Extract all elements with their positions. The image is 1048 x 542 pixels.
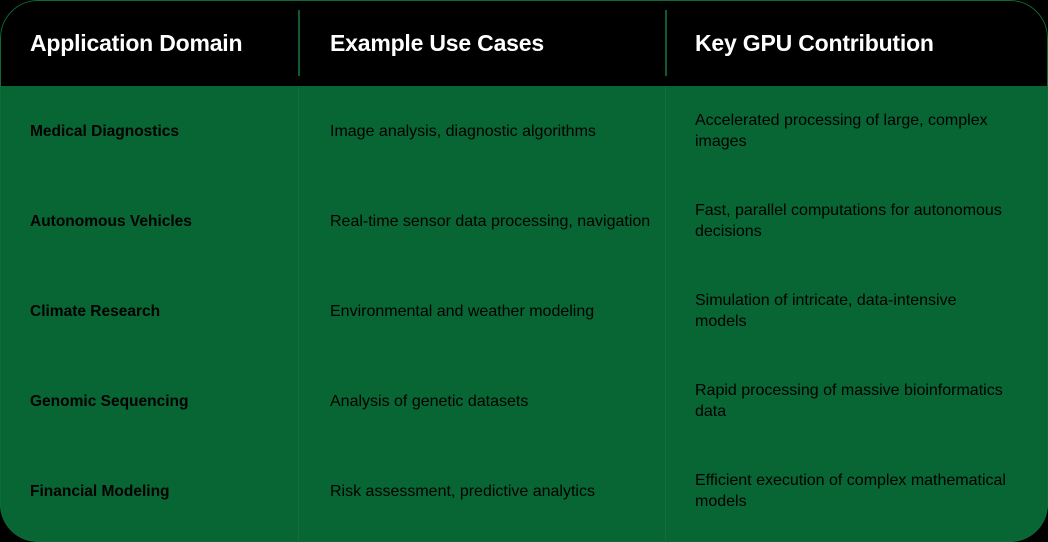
cell-example-use-cases: Environmental and weather modeling	[330, 302, 595, 320]
cell-example-use-cases: Analysis of genetic datasets	[330, 392, 529, 410]
body-column-divider-2	[665, 86, 666, 542]
cell-key-gpu-contribution: Efficient execution of complex mathemati…	[695, 472, 1006, 510]
cell-example-use-cases: Risk assessment, predictive analytics	[330, 482, 595, 500]
cell-key-gpu-contribution: Fast, parallel computations for autonomo…	[695, 202, 1002, 240]
table-row: Climate Research Environmental and weath…	[0, 266, 1048, 356]
table-row: Financial Modeling Risk assessment, pred…	[0, 446, 1048, 536]
body-column-divider-1	[298, 86, 299, 542]
column-header-key-gpu-contribution: Key GPU Contribution	[695, 29, 934, 56]
cell-key-gpu-contribution: Simulation of intricate, data-intensive …	[695, 292, 957, 330]
header-column-divider-2	[665, 10, 667, 76]
cell-example-use-cases: Real-time sensor data processing, naviga…	[330, 212, 651, 230]
table-header-row: Application Domain Example Use Cases Key…	[0, 0, 1048, 86]
column-header-example-use-cases: Example Use Cases	[330, 29, 544, 56]
cell-application-domain: Climate Research	[30, 302, 161, 320]
cell-application-domain: Autonomous Vehicles	[30, 212, 192, 230]
table-row: Genomic Sequencing Analysis of genetic d…	[0, 356, 1048, 446]
cell-application-domain: Medical Diagnostics	[30, 122, 180, 140]
cell-key-gpu-contribution: Accelerated processing of large, complex…	[695, 112, 988, 150]
table-row: Medical Diagnostics Image analysis, diag…	[0, 86, 1048, 176]
header-column-divider-1	[298, 10, 300, 76]
cell-application-domain: Financial Modeling	[30, 482, 170, 500]
table-row: Autonomous Vehicles Real-time sensor dat…	[0, 176, 1048, 266]
cell-example-use-cases: Image analysis, diagnostic algorithms	[330, 122, 596, 140]
table-body: Medical Diagnostics Image analysis, diag…	[0, 86, 1048, 542]
cell-key-gpu-contribution: Rapid processing of massive bioinformati…	[695, 382, 1003, 420]
column-header-application-domain: Application Domain	[30, 29, 243, 56]
cell-application-domain: Genomic Sequencing	[30, 392, 189, 410]
